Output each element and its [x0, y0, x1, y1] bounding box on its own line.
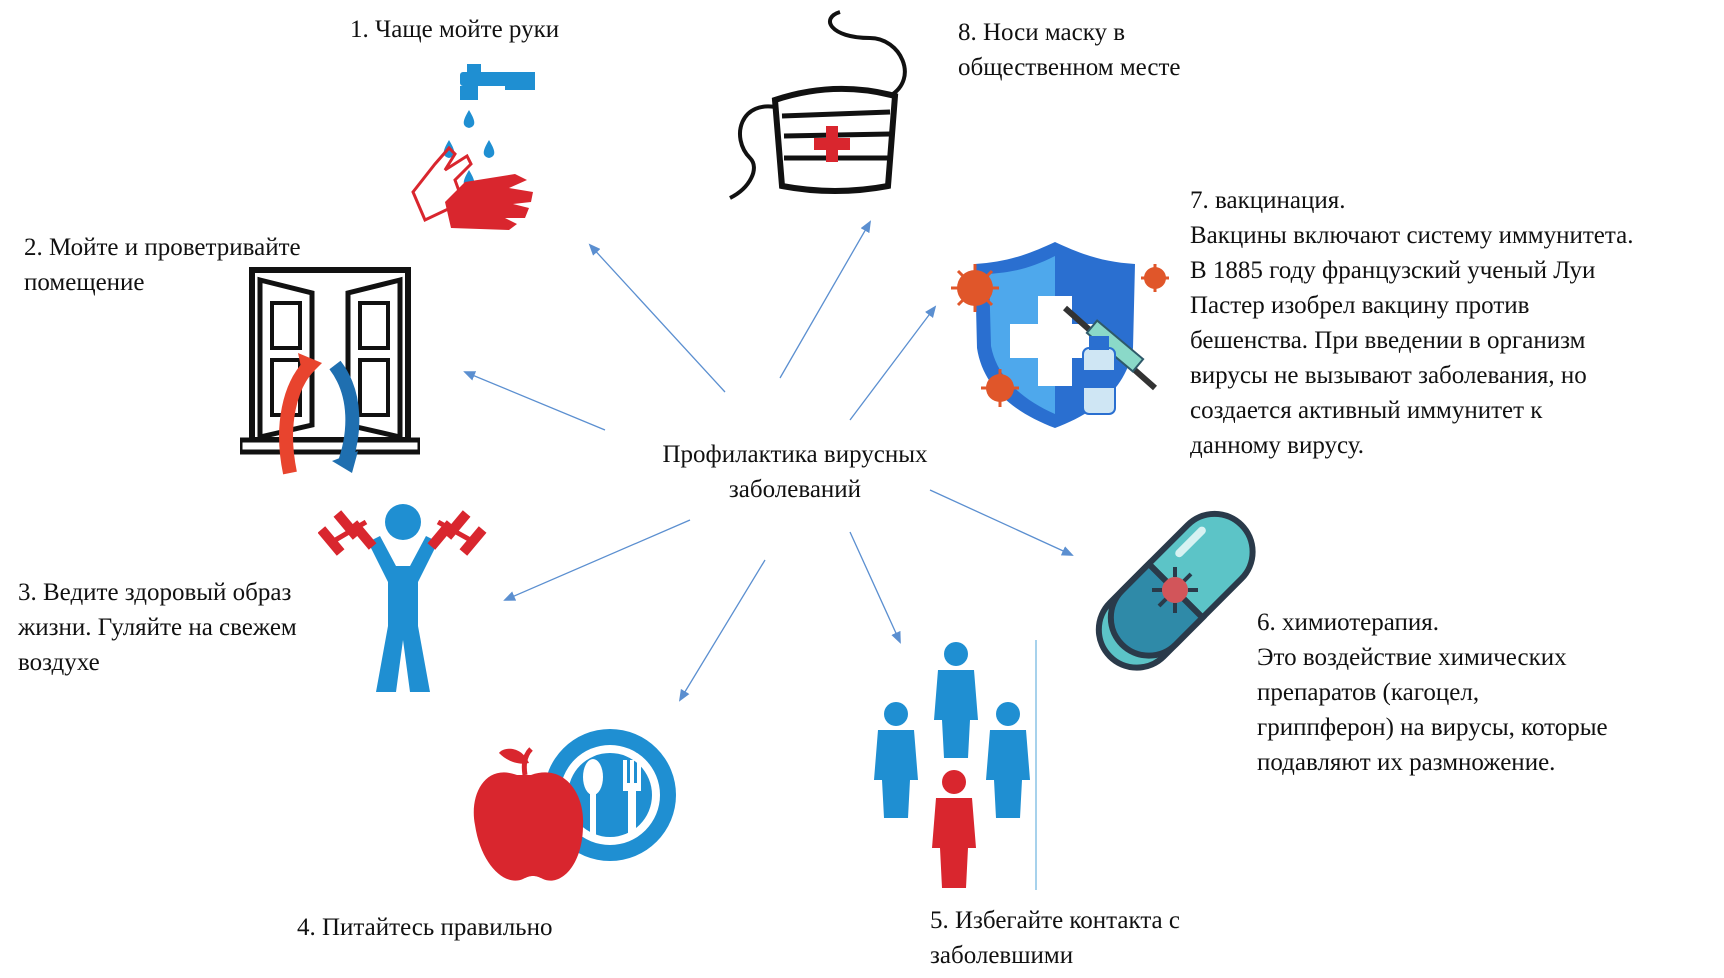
faucet-hands-icon	[411, 64, 535, 230]
item-hands-text: 1. Чаще мойте руки	[350, 12, 559, 47]
item-text-line: подавляют их размножение.	[1257, 749, 1556, 776]
item-text-line: 4. Питайтесь правильно	[297, 914, 553, 941]
item-text-line: Это воздействие химических	[1257, 644, 1567, 671]
item-text-line: гриппферон) на вирусы, которые	[1257, 714, 1608, 741]
item-text-line: 2. Мойте и проветривайте	[24, 234, 301, 261]
item-text-line: данному вирусу.	[1190, 432, 1365, 459]
item-text-line: Вакцины включают систему иммунитета.	[1190, 222, 1634, 249]
face-mask-icon	[729, 10, 907, 200]
item-text-line: 1. Чаще мойте руки	[350, 16, 560, 43]
item-vaccine-text: 7. вакцинация. Вакцины включают систему …	[1190, 183, 1633, 463]
item-text-line: препаратов (кагоцел,	[1257, 679, 1480, 706]
item-text-line: помещение	[24, 269, 145, 296]
item-text-line: 8. Носи маску в	[958, 19, 1126, 46]
item-lifestyle-text: 3. Ведите здоровый образ жизни. Гуляйте …	[18, 575, 297, 680]
arrow-to-mask	[779, 220, 871, 379]
item-text-line: В 1885 году французский ученый Луи	[1190, 257, 1596, 284]
item-text-line: Пастер изобрел вакцину против	[1190, 292, 1530, 319]
item-text-line: 5. Избегайте контакта с	[930, 907, 1180, 934]
item-text-line: вирусы не вызывают заболевания, но	[1190, 362, 1587, 389]
arrow-to-vaccine	[849, 305, 937, 421]
item-text-line: общественном месте	[958, 54, 1181, 81]
apple-plate-icon	[473, 729, 676, 881]
item-text-line: бешенства. При введении в организм	[1190, 327, 1586, 354]
item-ventilate-text: 2. Мойте и проветривайте помещение	[24, 230, 301, 300]
item-text-line: жизни. Гуляйте на свежем	[18, 614, 297, 641]
item-mask-text: 8. Носи маску в общественном месте	[958, 15, 1180, 85]
item-nutrition-text: 4. Питайтесь правильно	[297, 910, 552, 945]
item-text-line: 6. химиотерапия.	[1257, 609, 1440, 636]
arrow-to-contact	[849, 531, 901, 644]
center-title: Профилактика вирусных заболеваний	[630, 437, 960, 507]
arrow-to-ventilate	[463, 371, 606, 431]
item-text-line: воздухе	[18, 649, 100, 676]
item-text-line: 7. вакцинация.	[1190, 187, 1346, 214]
dumbbell-person-icon	[318, 504, 487, 692]
arrow-to-lifestyle	[503, 519, 691, 601]
arrow-to-nutrition	[678, 559, 766, 702]
item-contact-text: 5. Избегайте контакта с заболевшими	[930, 903, 1180, 973]
people-distance-icon	[874, 640, 1037, 890]
item-chemo-text: 6. химиотерапия. Это воздействие химичес…	[1257, 605, 1608, 780]
virus-pill-icon	[1095, 510, 1256, 671]
window-airflow-icon	[240, 267, 420, 475]
center-title-line: заболеваний	[728, 476, 862, 503]
shield-vaccine-icon	[951, 242, 1169, 428]
item-text-line: 3. Ведите здоровый образ	[18, 579, 292, 606]
item-text-line: заболевшими	[930, 942, 1074, 969]
center-title-line: Профилактика вирусных	[662, 441, 928, 468]
arrow-to-hands	[588, 243, 726, 393]
arrow-to-chemo	[929, 489, 1074, 556]
item-text-line: создается активный иммунитет к	[1190, 397, 1543, 424]
